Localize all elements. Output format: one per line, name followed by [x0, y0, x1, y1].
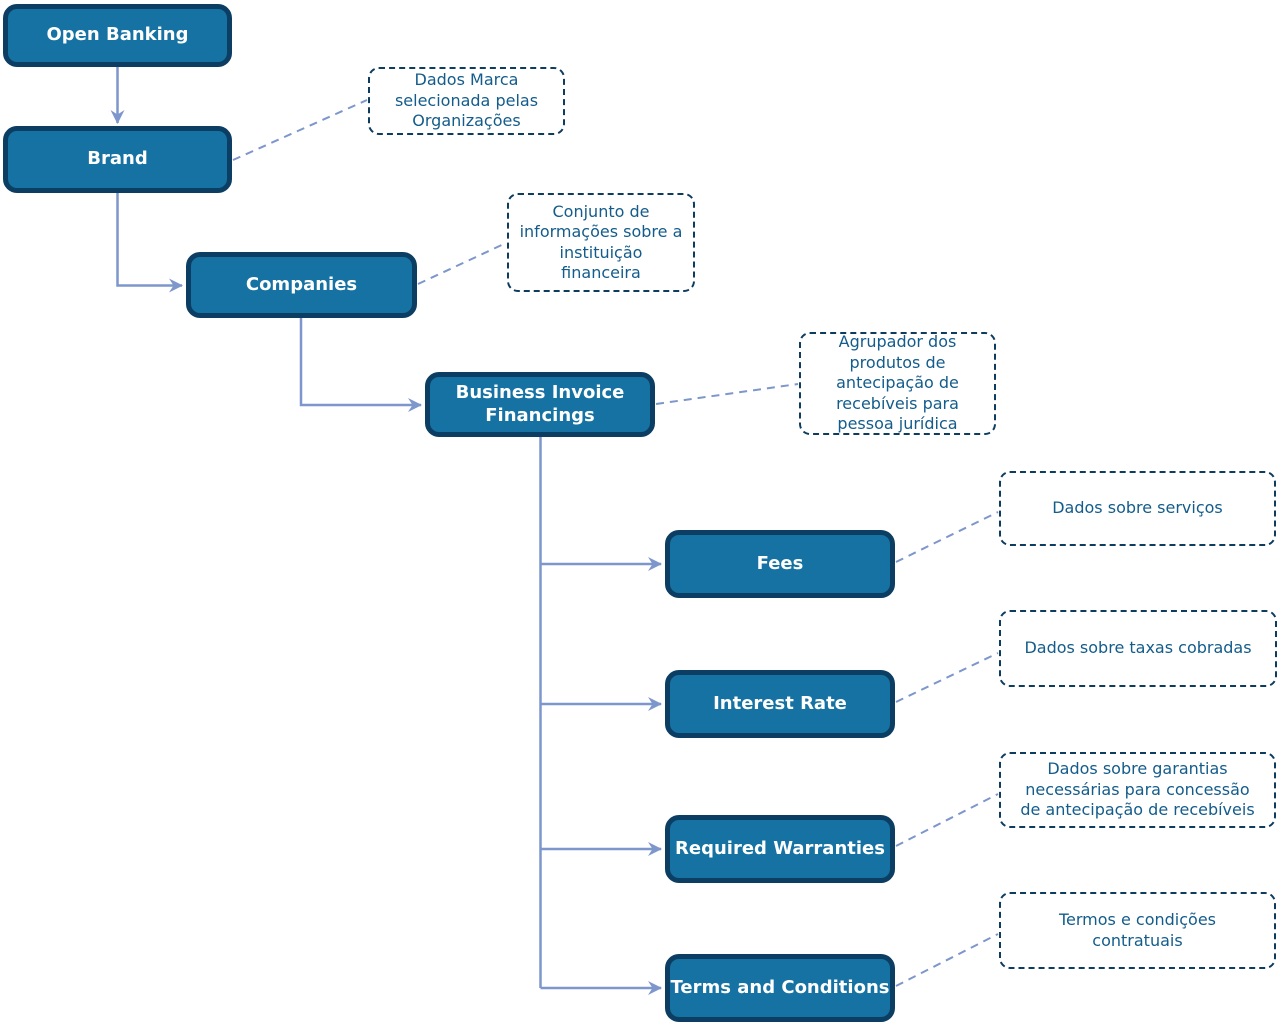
callout-line-terms — [895, 933, 999, 987]
annotation-business-invoice-financings: Agrupador dos produtos de antecipação de… — [799, 332, 996, 435]
node-brand: Brand — [3, 126, 232, 193]
node-fees: Fees — [665, 530, 895, 598]
node-terms-and-conditions: Terms and Conditions — [665, 954, 895, 1022]
node-required-warranties: Required Warranties — [665, 815, 895, 883]
annotation-brand-text: Dados Marca selecionada pelas Organizaçõ… — [394, 70, 539, 131]
node-open-banking-label: Open Banking — [46, 24, 189, 46]
node-open-banking: Open Banking — [3, 4, 232, 67]
annotation-required-warranties: Dados sobre garantias necessárias para c… — [999, 752, 1276, 828]
node-companies-label: Companies — [245, 273, 358, 295]
annotation-terms-and-conditions: Termos e condições contratuais — [999, 892, 1276, 969]
annotation-interest-rate-text: Dados sobre taxas cobradas — [1024, 638, 1252, 658]
callout-line-brand — [232, 99, 368, 161]
annotation-interest-rate: Dados sobre taxas cobradas — [999, 610, 1277, 687]
callout-line-bif — [655, 383, 799, 405]
node-business-invoice-financings-label: Business Invoice Financings — [455, 382, 625, 426]
node-interest-rate: Interest Rate — [665, 670, 895, 738]
annotation-required-warranties-text: Dados sobre garantias necessárias para c… — [1020, 759, 1255, 820]
annotation-fees-text: Dados sobre serviços — [1052, 498, 1223, 518]
node-required-warranties-label: Required Warranties — [675, 837, 885, 859]
annotation-fees: Dados sobre serviços — [999, 471, 1276, 546]
annotation-terms-and-conditions-text: Termos e condições contratuais — [1058, 910, 1216, 950]
node-brand-label: Brand — [87, 148, 148, 170]
annotation-companies-text: Conjunto de informações sobre a institui… — [519, 201, 683, 283]
callout-line-fees — [895, 511, 999, 563]
connector-brand-companies — [116, 193, 183, 293]
annotation-companies: Conjunto de informações sobre a institui… — [507, 193, 695, 292]
annotation-brand: Dados Marca selecionada pelas Organizaçõ… — [368, 67, 565, 135]
node-business-invoice-financings: Business Invoice Financings — [425, 372, 655, 437]
node-companies: Companies — [186, 252, 417, 318]
annotation-business-invoice-financings-text: Agrupador dos produtos de antecipação de… — [836, 332, 959, 434]
callout-line-companies — [417, 242, 507, 285]
node-terms-and-conditions-label: Terms and Conditions — [670, 976, 890, 998]
callout-line-interest-rate — [895, 652, 999, 703]
connector-companies-bif — [299, 318, 422, 412]
callout-line-required-warranties — [895, 793, 999, 847]
node-fees-label: Fees — [756, 552, 804, 574]
node-interest-rate-label: Interest Rate — [713, 692, 847, 714]
